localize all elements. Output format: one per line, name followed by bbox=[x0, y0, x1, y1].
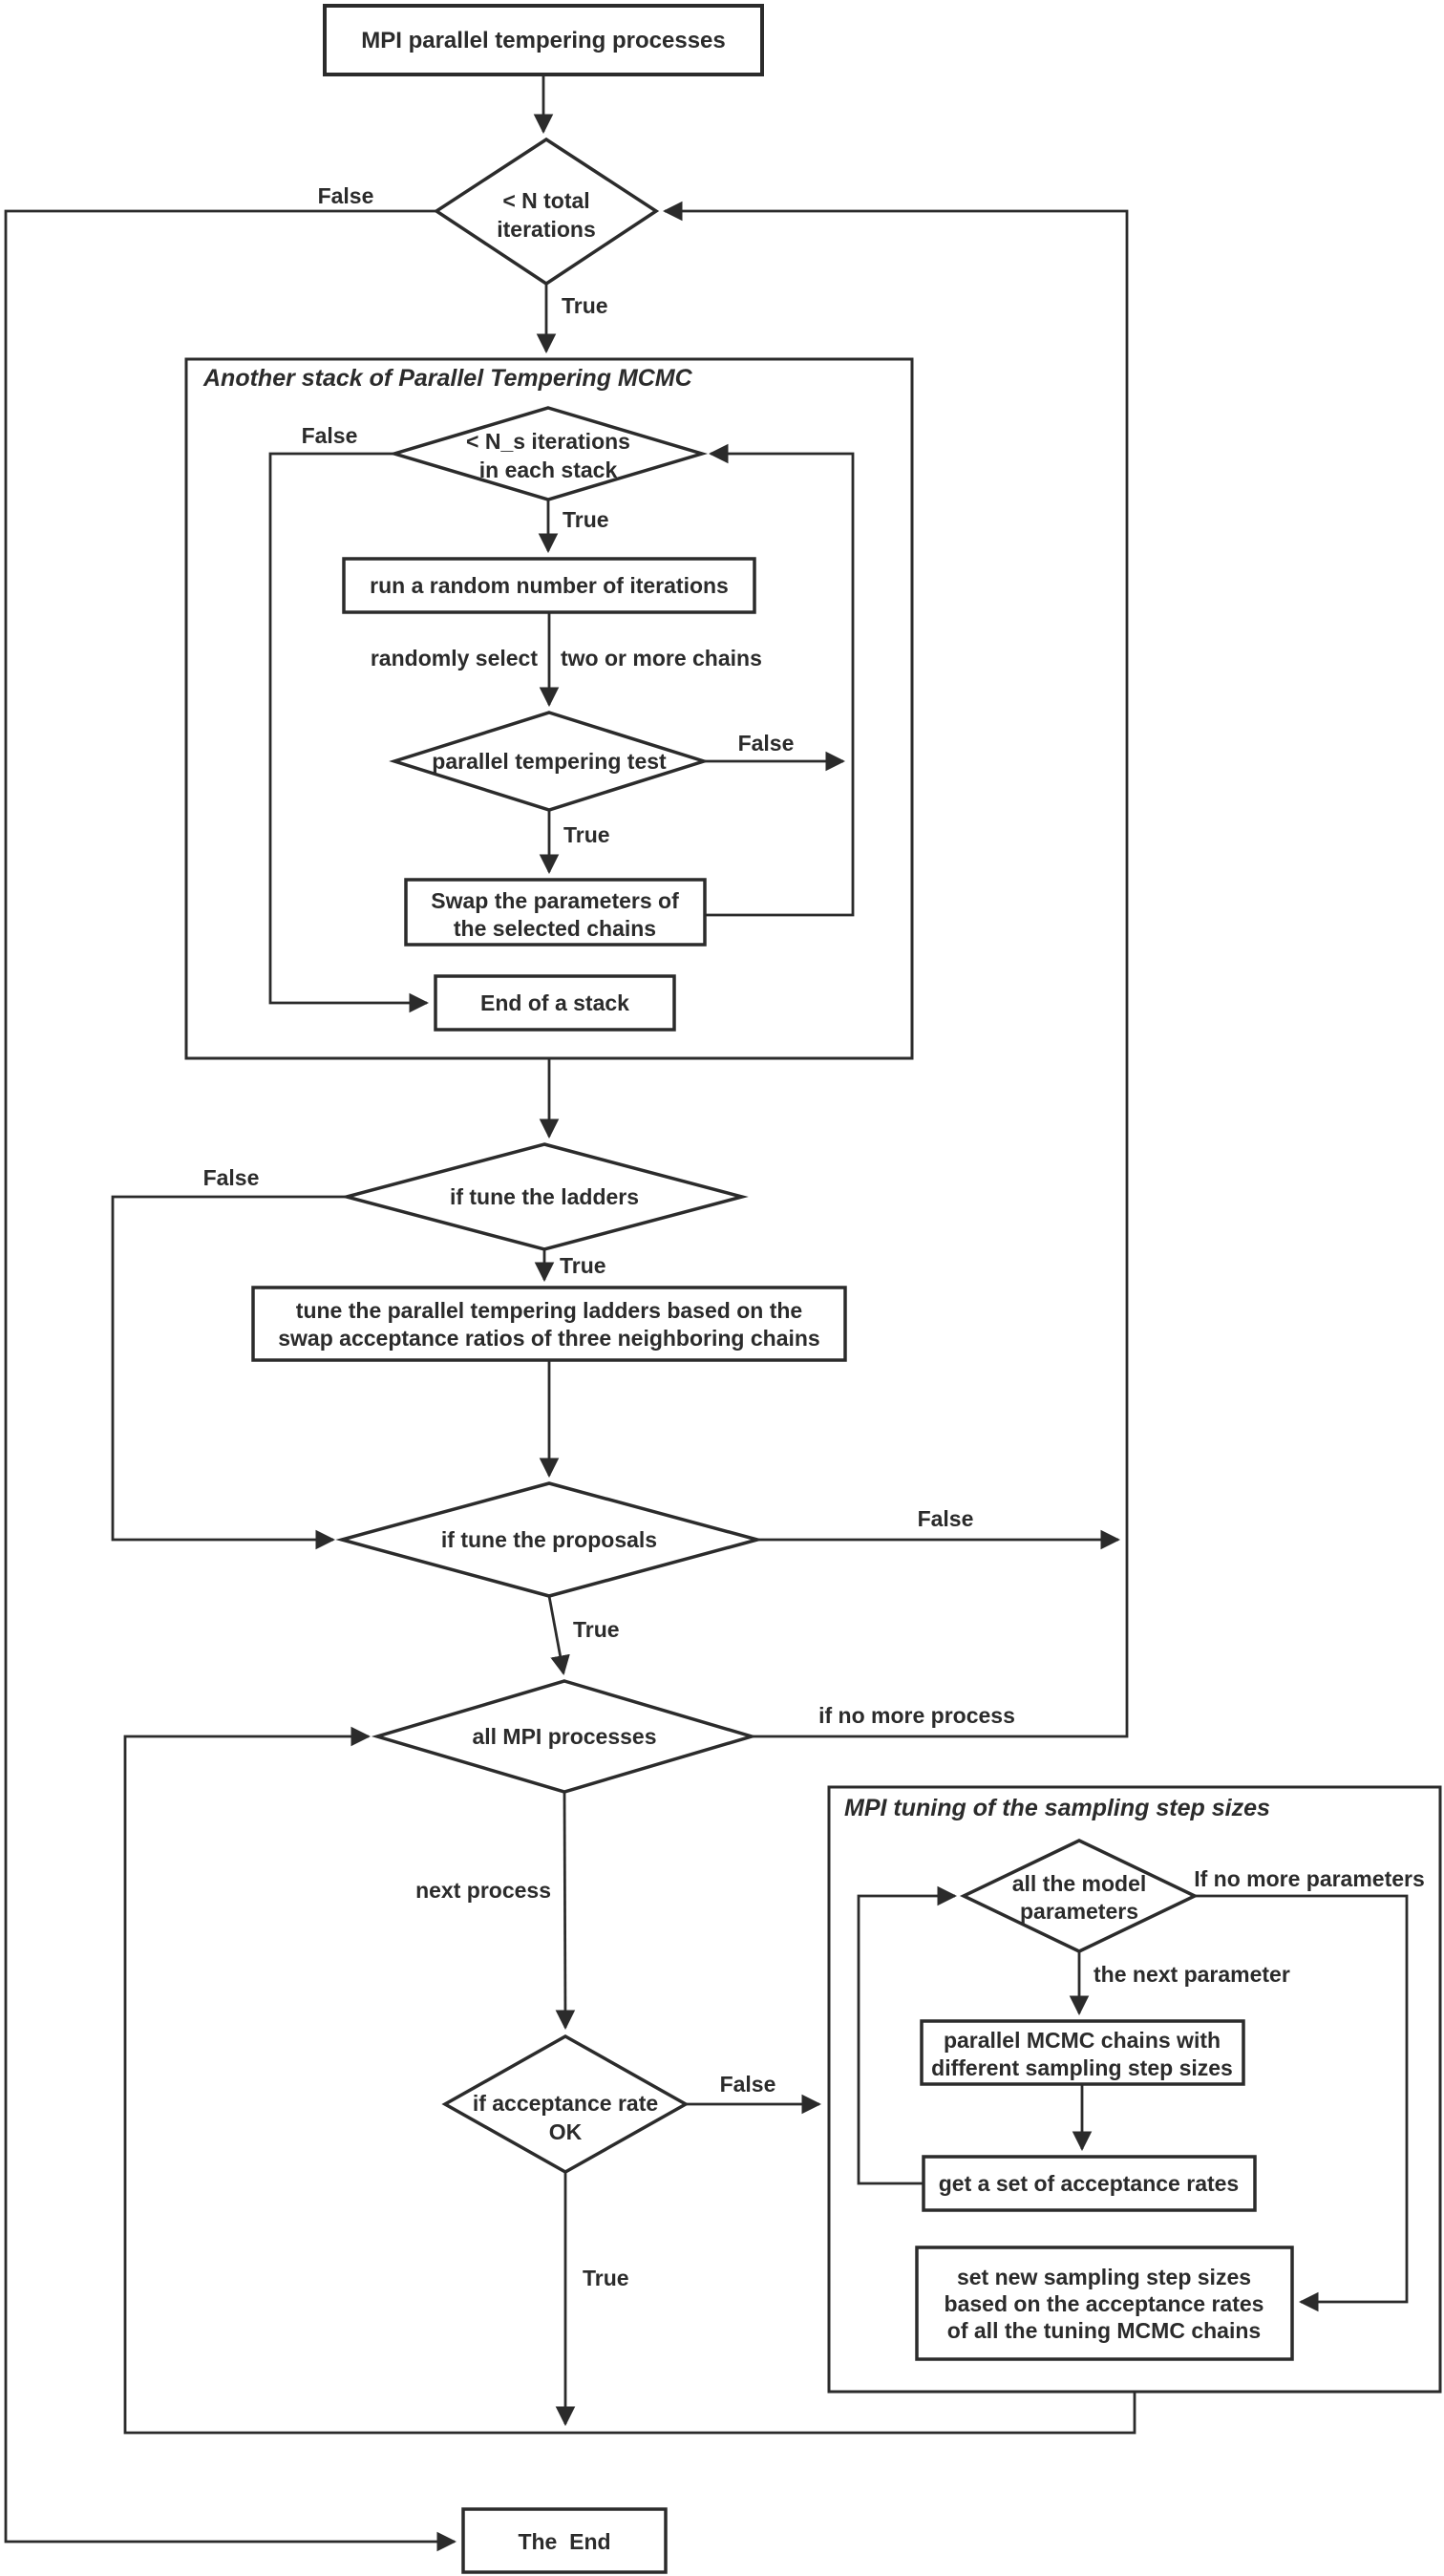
ns-diamond bbox=[388, 406, 709, 501]
edge-right-rail-to-ntotal bbox=[662, 201, 1129, 1738]
edge-ntotal-false-to-end bbox=[4, 209, 457, 2552]
start-label: MPI parallel tempering processes bbox=[361, 28, 725, 53]
edge-label-true-pttest: True bbox=[563, 822, 610, 847]
getrates-box bbox=[922, 2155, 1257, 2212]
edge-label-true-ladders: True bbox=[560, 1253, 606, 1278]
mpi-diamond bbox=[371, 1679, 758, 1794]
edge-label-false-ladders: False bbox=[203, 1165, 260, 1190]
edge-params-nomore-to-set bbox=[1195, 1894, 1409, 2312]
params-label-1: all the model bbox=[1012, 1871, 1147, 1896]
ns-label-1: < N_s iterations bbox=[466, 429, 630, 454]
run-label: run a random number of iterations bbox=[370, 573, 729, 598]
mpi-label: all MPI processes bbox=[472, 1724, 656, 1749]
node-if-acceptance-rate-ok: if acceptance rate OK bbox=[441, 2033, 690, 2175]
chains-label-1: parallel MCMC chains with bbox=[944, 2028, 1221, 2053]
subgraph-stack-border bbox=[184, 357, 914, 1060]
node-set-new-step-sizes: set new sampling step sizes based on the… bbox=[915, 2246, 1294, 2361]
edge-label-the-next-parameter: the next parameter bbox=[1094, 1962, 1290, 1987]
start-box bbox=[323, 4, 764, 76]
chains-box bbox=[920, 2019, 1245, 2086]
edge-label-two-or-more: two or more chains bbox=[561, 646, 762, 671]
node-ns-iterations: < N_s iterations in each stack bbox=[388, 406, 709, 501]
acceptance-label-1: if acceptance rate bbox=[473, 2091, 658, 2116]
tune-box bbox=[251, 1286, 847, 1362]
edge-label-false-ns: False bbox=[302, 423, 358, 448]
node-run-random: run a random number of iterations bbox=[342, 557, 756, 614]
setnew-label-2: based on the acceptance rates bbox=[945, 2291, 1264, 2316]
theend-box bbox=[461, 2507, 668, 2574]
node-all-model-parameters: all the model parameters bbox=[959, 1839, 1200, 1953]
tune-label-2: swap acceptance ratios of three neighbor… bbox=[278, 1326, 819, 1351]
edge-label-true-ntotal: True bbox=[562, 293, 608, 318]
edge-label-false-ntotal: False bbox=[318, 183, 374, 208]
acceptance-diamond bbox=[441, 2033, 690, 2175]
node-get-acceptance-rates: get a set of acceptance rates bbox=[922, 2155, 1257, 2212]
pttest-label: parallel tempering test bbox=[432, 749, 667, 774]
subgraph-stack-title: Another stack of Parallel Tempering MCMC bbox=[202, 365, 693, 392]
ntotal-diamond bbox=[433, 137, 660, 287]
subgraph-tuning-border bbox=[827, 1785, 1442, 2394]
acceptance-label-2: OK bbox=[549, 2119, 583, 2144]
edge-mpi-next-to-acceptance bbox=[555, 1791, 576, 2031]
ntotal-label-1: < N total bbox=[502, 188, 589, 213]
edge-label-next-process: next process bbox=[415, 1878, 551, 1903]
edge-swap-feedback-to-ns bbox=[705, 443, 855, 917]
edge-label-randomly-select: randomly select bbox=[371, 646, 538, 671]
edge-label-if-no-more-process: if no more process bbox=[818, 1703, 1015, 1728]
edge-label-if-no-more-parameters: If no more parameters bbox=[1194, 1866, 1425, 1891]
tune-label-1: tune the parallel tempering ladders base… bbox=[296, 1298, 802, 1323]
edge-getrates-loop-to-params bbox=[857, 1885, 958, 2185]
node-if-tune-proposals: if tune the proposals bbox=[335, 1481, 764, 1598]
node-n-total-iterations: < N total iterations bbox=[433, 137, 660, 287]
edge-label-false-acceptance: False bbox=[720, 2072, 776, 2097]
node-if-tune-ladders: if tune the ladders bbox=[340, 1142, 749, 1251]
edge-label-true-acceptance: True bbox=[583, 2266, 629, 2290]
theend-label: The End bbox=[518, 2529, 610, 2554]
endstack-box bbox=[434, 974, 676, 1032]
node-swap-parameters: Swap the parameters of the selected chai… bbox=[404, 878, 707, 947]
proposals-label: if tune the proposals bbox=[441, 1527, 657, 1552]
swap-label-2: the selected chains bbox=[454, 916, 656, 941]
subgraph-tuning-title: MPI tuning of the sampling step sizes bbox=[844, 1795, 1270, 1821]
node-tune-ladders: tune the parallel tempering ladders base… bbox=[251, 1286, 847, 1362]
getrates-label: get a set of acceptance rates bbox=[939, 2171, 1239, 2196]
params-label-2: parameters bbox=[1020, 1899, 1138, 1924]
edge-loop-to-mpi bbox=[123, 1726, 1136, 2435]
ntotal-label-2: iterations bbox=[497, 217, 596, 242]
run-box bbox=[342, 557, 756, 614]
chains-label-2: different sampling step sizes bbox=[931, 2055, 1233, 2080]
ladders-label: if tune the ladders bbox=[450, 1184, 639, 1209]
node-parallel-mcmc-chains: parallel MCMC chains with different samp… bbox=[920, 2019, 1245, 2086]
node-the-end: The End bbox=[461, 2507, 668, 2574]
edge-proposals-true-to-mpi bbox=[547, 1595, 570, 1676]
edge-ns-false-to-endstack bbox=[268, 452, 430, 1013]
params-diamond bbox=[959, 1839, 1200, 1953]
swap-label-1: Swap the parameters of bbox=[431, 888, 679, 913]
edge-label-true-ns: True bbox=[563, 507, 609, 532]
setnew-label-1: set new sampling step sizes bbox=[957, 2265, 1251, 2289]
setnew-label-3: of all the tuning MCMC chains bbox=[947, 2318, 1261, 2343]
edge-label-true-proposals: True bbox=[573, 1617, 620, 1642]
subgraph-mpi-tuning: MPI tuning of the sampling step sizes bbox=[827, 1785, 1442, 2394]
edge-label-false-pttest: False bbox=[738, 731, 795, 756]
edge-label-false-proposals: False bbox=[918, 1506, 974, 1531]
node-start: MPI parallel tempering processes bbox=[323, 4, 764, 76]
node-parallel-tempering-test: parallel tempering test bbox=[389, 711, 710, 812]
proposals-diamond bbox=[335, 1481, 764, 1598]
node-end-of-stack: End of a stack bbox=[434, 974, 676, 1032]
node-all-mpi-processes: all MPI processes bbox=[371, 1679, 758, 1794]
pttest-diamond bbox=[389, 711, 710, 812]
ns-label-2: in each stack bbox=[479, 458, 618, 482]
subgraph-stack-pt-mcmc: Another stack of Parallel Tempering MCMC bbox=[184, 357, 914, 1060]
swap-box bbox=[404, 878, 707, 947]
edge-ladders-false-to-proposals bbox=[111, 1195, 347, 1550]
endstack-label: End of a stack bbox=[480, 990, 629, 1015]
ladders-diamond bbox=[340, 1142, 749, 1251]
setnew-box bbox=[915, 2246, 1294, 2361]
